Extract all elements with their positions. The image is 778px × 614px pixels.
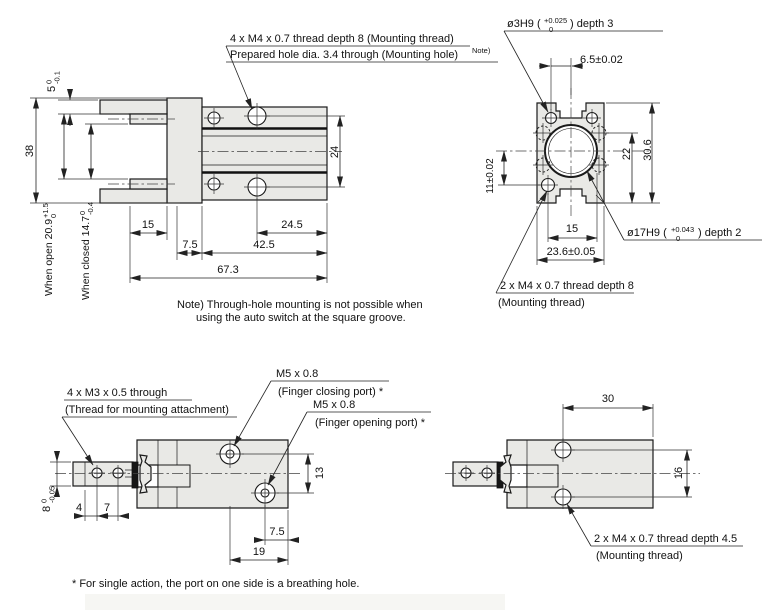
callout-bore-prefix: ø17H9 ( [627, 227, 667, 239]
dim-16: 16 [673, 467, 685, 479]
note: Note) Through-hole mounting is not possi… [177, 299, 423, 324]
callout-thread-line1: 2 x M4 x 0.7 thread depth 8 [500, 280, 634, 292]
dim-24-5: 24.5 [281, 219, 302, 231]
dim-38: 38 [24, 145, 36, 157]
dim-8-tol-lower: -0.05 [48, 486, 57, 503]
dim-5: 5 [46, 86, 58, 92]
note-line2: using the auto switch at the square groo… [196, 312, 406, 324]
dim-7-5: 7.5 [182, 239, 197, 251]
callout-bore-tol-upper: +0.043 [671, 225, 694, 234]
top-view-dimensions [50, 451, 314, 565]
dim-when-closed-tol-upper: 0 [78, 211, 87, 215]
callout-close-line2: (Finger closing port) * [278, 386, 384, 398]
dim-11: 11±0.02 [485, 158, 496, 194]
dim-30: 30 [602, 393, 614, 405]
dim-5-tol-lower: -0.1 [53, 71, 62, 84]
callout-mount-hole-superscript: Note) [472, 46, 491, 55]
top-view-labels: 8 0 -0.05 4 7 13 7.5 19 [40, 467, 327, 558]
dim-when-closed: When closed 14.7 [80, 216, 92, 300]
callout-open-line1: M5 x 0.8 [313, 399, 355, 411]
dim-7: 7 [104, 502, 110, 514]
side-view: 4 x M4 x 0.7 thread depth 8 (Mounting th… [24, 33, 498, 324]
callout-thread45-line2: (Mounting thread) [596, 550, 683, 562]
dim-15: 15 [142, 219, 154, 231]
callout-attach-line1: 4 x M3 x 0.5 through [67, 387, 167, 399]
dim-8-tol-upper: 0 [40, 499, 49, 503]
side-view-labels: 5 0 -0.1 38 When open 20.9 +1.5 0 When c… [24, 71, 341, 300]
footnote: * For single action, the port on one sid… [72, 578, 359, 590]
callout-pin-suffix: ) depth 3 [570, 18, 613, 30]
note-line1: Note) Through-hole mounting is not possi… [177, 299, 423, 311]
dim-67-3: 67.3 [217, 264, 238, 276]
dim-when-open-tol-upper: +1.5 [41, 203, 50, 218]
front-view: ø3H9 ( +0.025 0 ) depth 3 ø17H9 ( +0.043… [485, 16, 762, 309]
callout-pin-tol-upper: +0.025 [544, 16, 567, 25]
callout-bore-tol-lower: 0 [676, 234, 680, 243]
end-view-labels: 30 16 [602, 393, 685, 479]
top-view-callouts: 4 x M3 x 0.5 through (Thread for mountin… [61, 368, 431, 486]
front-view-callouts: ø3H9 ( +0.025 0 ) depth 3 ø17H9 ( +0.043… [495, 16, 762, 309]
dim-5-tol-upper: 0 [45, 80, 54, 84]
callout-mount-hole: Prepared hole dia. 3.4 through (Mounting… [230, 49, 458, 61]
dim-8: 8 [41, 506, 53, 512]
callout-attach-line2: (Thread for mounting attachment) [65, 404, 229, 416]
dim-when-open: When open 20.9 [43, 219, 55, 296]
dim-24: 24 [329, 146, 341, 158]
dim-4: 4 [76, 502, 82, 514]
cropped-next-section-ghost [85, 594, 505, 610]
dim-22: 22 [621, 148, 633, 160]
dim-when-closed-tol-lower: -0.4 [86, 202, 95, 215]
front-view-dimensions [498, 58, 660, 265]
dim-6-5: 6.5±0.02 [580, 54, 623, 66]
top-view: 4 x M3 x 0.5 through (Thread for mountin… [40, 368, 431, 565]
callout-open-line2: (Finger opening port) * [315, 417, 426, 429]
dim-30-6: 30.6 [642, 139, 654, 160]
callout-close-line1: M5 x 0.8 [276, 368, 318, 380]
callout-bore-suffix: ) depth 2 [698, 227, 741, 239]
dim-7-5-top: 7.5 [269, 526, 284, 538]
end-view: 2 x M4 x 0.7 thread depth 4.5 (Mounting … [445, 393, 743, 562]
dim-42-5: 42.5 [253, 239, 274, 251]
dim-23-6: 23.6±0.05 [547, 246, 596, 258]
side-view-callout-mounting: 4 x M4 x 0.7 thread depth 8 (Mounting th… [225, 33, 498, 110]
front-view-labels: 6.5±0.02 22 30.6 11±0.02 15 23.6±0.05 [485, 54, 654, 258]
side-view-geometry [99, 97, 342, 204]
top-view-geometry [55, 439, 300, 509]
dim-19: 19 [253, 546, 265, 558]
callout-thread-line2: (Mounting thread) [498, 297, 585, 309]
side-view-dimensions [30, 89, 345, 283]
callout-pin-prefix: ø3H9 ( [507, 18, 541, 30]
dim-when-open-tol-lower: 0 [49, 214, 58, 218]
callout-thread45-line1: 2 x M4 x 0.7 thread depth 4.5 [594, 533, 737, 545]
front-view-geometry [496, 88, 652, 216]
end-view-callouts: 2 x M4 x 0.7 thread depth 4.5 (Mounting … [566, 503, 743, 562]
dim-13: 13 [314, 467, 326, 479]
end-view-geometry [445, 438, 700, 509]
dim-15-front: 15 [566, 223, 578, 235]
callout-pin-tol-lower: 0 [549, 25, 553, 34]
callout-mount-thread: 4 x M4 x 0.7 thread depth 8 (Mounting th… [230, 33, 454, 45]
end-view-dimensions [562, 404, 692, 498]
